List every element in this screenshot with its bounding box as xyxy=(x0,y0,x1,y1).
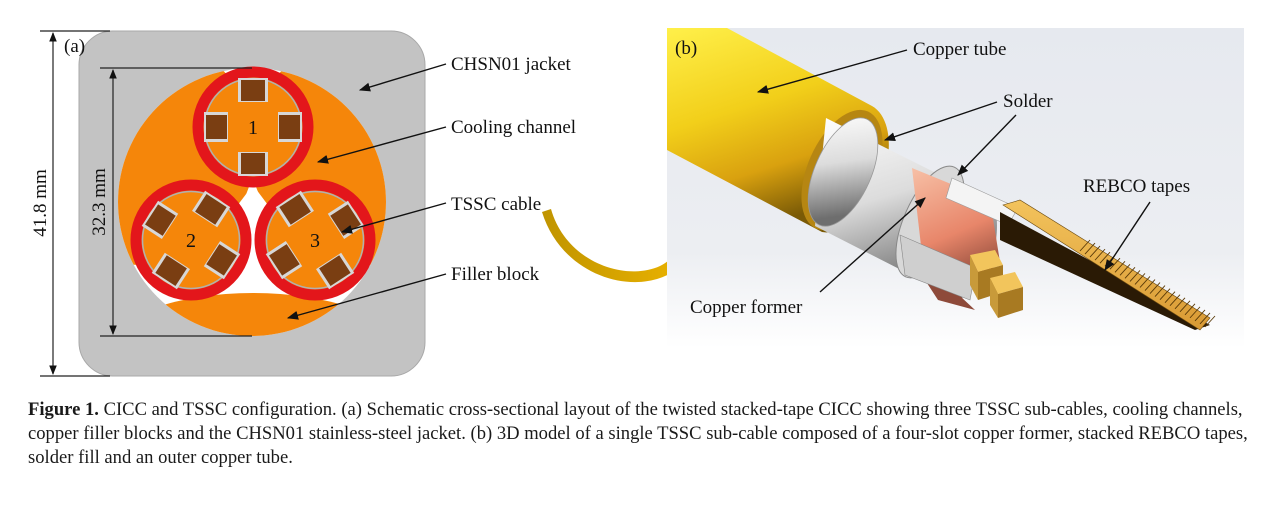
tape-divider xyxy=(1089,245,1101,258)
tape-divider xyxy=(1199,312,1211,325)
panel-b: (b) Copper tube Solder REBCO tapes Coppe… xyxy=(667,28,1244,348)
label-copper-tube: Copper tube xyxy=(913,39,1006,60)
subcable-number: 1 xyxy=(248,117,258,139)
tape-slot xyxy=(141,200,179,239)
tssc-subcable-2: 2 xyxy=(130,179,252,301)
tape-divider xyxy=(1189,306,1201,319)
subcables: 1 2 3 xyxy=(130,66,376,301)
leader-jacket xyxy=(358,63,447,92)
tape-divider xyxy=(1094,248,1106,261)
leader-cable xyxy=(340,202,447,234)
tape-divider xyxy=(1204,315,1216,328)
tape-slot xyxy=(327,200,365,239)
tape-divider xyxy=(1114,260,1126,273)
tape-slot xyxy=(192,190,231,228)
figure-caption: Figure 1. CICC and TSSC configuration. (… xyxy=(28,398,1258,470)
tape-divider xyxy=(1179,300,1191,313)
tape-divider xyxy=(1159,288,1171,300)
subcable-ring xyxy=(192,66,314,188)
subcable-tube xyxy=(141,190,241,290)
leader-filler xyxy=(286,273,447,320)
tape-slot xyxy=(238,78,268,102)
tape-divider xyxy=(1164,291,1176,303)
dimension-outer-label: 41.8 mm xyxy=(30,169,51,237)
caption-label: Figure 1. xyxy=(28,399,99,420)
tape-divider xyxy=(1084,242,1096,255)
leader-solder-1 xyxy=(883,101,998,142)
figure-1: 1 2 3 41.8 mm 32.3 mm (a) CHSN01 jacket Co… xyxy=(30,28,1244,377)
tape-slot xyxy=(238,152,268,176)
tape-divider xyxy=(1184,303,1196,316)
dimension-outer: 41.8 mm xyxy=(30,30,110,377)
panel-a-tag: (a) xyxy=(64,36,85,57)
tape-slot xyxy=(204,112,228,142)
tape-divider xyxy=(1099,251,1111,264)
label-chsn01-jacket: CHSN01 jacket xyxy=(451,54,572,75)
subcable-number: 3 xyxy=(310,230,320,252)
tape-slot xyxy=(316,252,355,290)
tape-divider xyxy=(1149,282,1161,294)
tape-slot xyxy=(278,112,302,142)
caption-text: CICC and TSSC configuration. (a) Schemat… xyxy=(28,399,1248,468)
tape-divider xyxy=(1194,309,1206,322)
leader-cooling xyxy=(316,126,447,164)
label-rebco-tapes: REBCO tapes xyxy=(1083,176,1190,197)
label-tssc-cable: TSSC cable xyxy=(451,194,541,215)
tape-slot xyxy=(151,252,190,290)
tape-divider xyxy=(1119,264,1131,276)
panel-a: 1 2 3 41.8 mm 32.3 mm (a) CHSN01 jacket Co… xyxy=(30,30,576,377)
tape-divider xyxy=(1079,239,1091,252)
tape-divider xyxy=(1144,279,1156,291)
label-copper-former: Copper former xyxy=(690,297,803,318)
label-cooling-channel: Cooling channel xyxy=(451,117,576,138)
tssc-subcable-3: 3 xyxy=(254,179,376,301)
label-filler-block: Filler block xyxy=(451,264,540,285)
leader-solder-2 xyxy=(957,114,1017,176)
tape-divider xyxy=(1139,276,1151,288)
tssc-subcable-1: 1 xyxy=(192,66,314,188)
solder-end xyxy=(807,117,879,227)
tape-divider xyxy=(1134,273,1146,285)
tape-slot xyxy=(265,241,303,280)
leader-former xyxy=(819,197,926,293)
dimension-inner-label: 32.3 mm xyxy=(89,168,110,236)
tape-divider xyxy=(1154,285,1166,297)
subcable-number: 2 xyxy=(186,230,196,252)
tape-divider xyxy=(1124,267,1136,279)
tape-slot xyxy=(275,190,314,228)
leader-copper-tube xyxy=(756,49,908,94)
tape-stack-lower xyxy=(970,250,1023,318)
dimension-inner: 32.3 mm xyxy=(89,67,252,337)
tape-divider xyxy=(1129,270,1141,282)
leader-rebco xyxy=(1104,201,1151,271)
label-solder: Solder xyxy=(1003,91,1053,112)
tape-slot xyxy=(203,241,241,280)
panel-b-tag: (b) xyxy=(675,38,697,59)
tape-divider xyxy=(1174,297,1186,310)
subcable-tube xyxy=(265,190,365,290)
solder-strip-bottom xyxy=(899,234,977,301)
tape-divider xyxy=(1169,294,1181,307)
transition-arrow xyxy=(542,194,711,283)
